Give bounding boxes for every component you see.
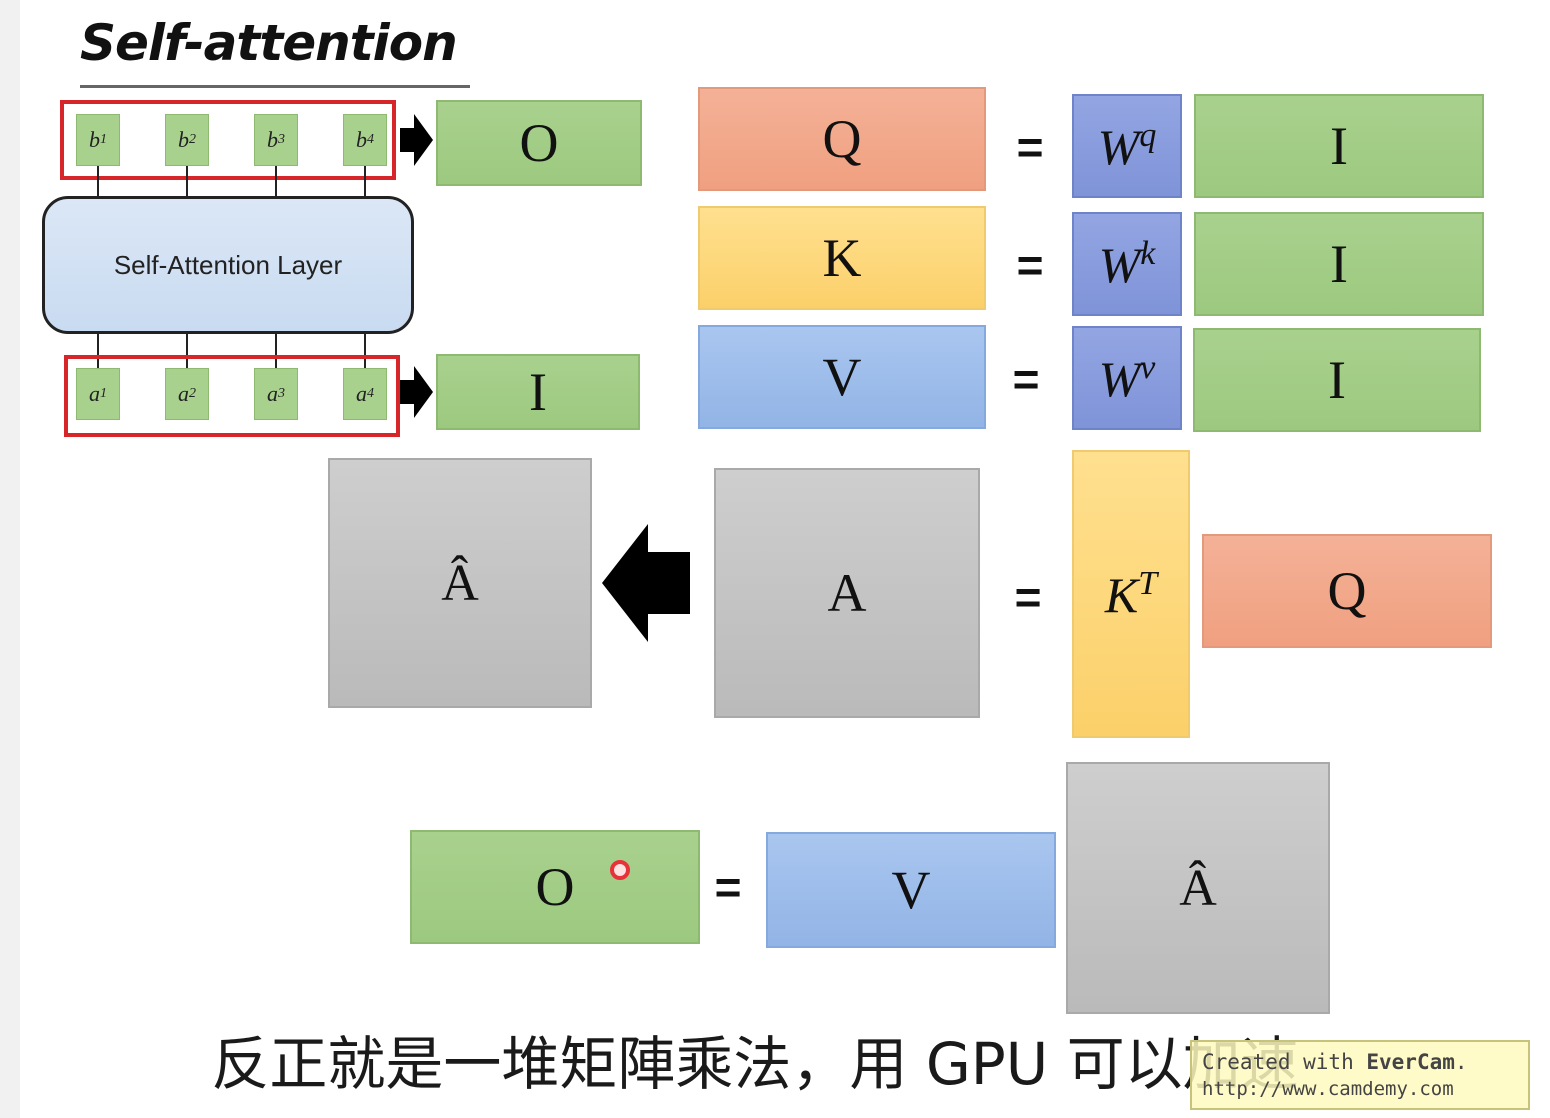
arrow-right-icon [400, 366, 433, 418]
subtitle-caption: 反正就是一堆矩陣乘法，用 GPU 可以加速 [0, 1024, 1440, 1104]
connector-line [186, 334, 188, 370]
output-matrix-o: O [410, 830, 700, 944]
slide-title-text: Self-attention [80, 14, 458, 72]
self-attention-layer: Self-Attention Layer [42, 196, 414, 334]
attention-matrix-a: A [714, 468, 980, 718]
self-attention-layer-label: Self-Attention Layer [113, 249, 343, 280]
subtitle-text: 反正就是一堆矩陣乘法，用 GPU 可以加速 [211, 1030, 1299, 1098]
attention-matrix-a-hat: Â [328, 458, 592, 708]
connector-line [364, 166, 366, 198]
equals-sign: = [1014, 571, 1042, 623]
output-matrix-o: O [436, 100, 642, 186]
value-matrix-v: V [766, 832, 1056, 948]
key-matrix-k: K [698, 206, 986, 310]
input-matrix-i: I [1194, 94, 1484, 198]
attention-matrix-a-hat: Â [1066, 762, 1330, 1014]
key-transpose-matrix-kt: KT [1072, 450, 1190, 738]
arrow-right-icon [400, 114, 433, 166]
equals-sign: = [1016, 121, 1044, 173]
query-matrix-q: Q [698, 87, 986, 191]
connector-line [275, 166, 277, 198]
weight-matrix-wk: Wk [1072, 212, 1182, 316]
equals-sign: = [714, 861, 742, 913]
slide-title: Self-attention [80, 14, 470, 88]
left-margin-strip [0, 0, 20, 1118]
equals-sign: = [1016, 239, 1044, 291]
equals-sign: = [1012, 353, 1040, 405]
weight-matrix-wv: Wv [1072, 326, 1182, 430]
output-vectors-box [60, 100, 396, 180]
input-vectors-box [64, 355, 400, 437]
connector-line [97, 334, 99, 370]
input-matrix-i: I [1193, 328, 1481, 432]
evercam-watermark: Created with EverCam. http://www.camdemy… [1190, 1040, 1530, 1110]
connector-line [97, 166, 99, 198]
connector-line [186, 166, 188, 198]
input-matrix-i: I [436, 354, 640, 430]
query-matrix-q: Q [1202, 534, 1492, 648]
connector-line [364, 334, 366, 370]
value-matrix-v: V [698, 325, 986, 429]
weight-matrix-wq: Wq [1072, 94, 1182, 198]
watermark-url: http://www.camdemy.com [1202, 1078, 1454, 1100]
laser-pointer-dot [610, 860, 630, 880]
input-matrix-i: I [1194, 212, 1484, 316]
arrow-left-icon [602, 524, 690, 642]
connector-line [275, 334, 277, 370]
watermark-line1: Created with EverCam. [1202, 1050, 1468, 1074]
